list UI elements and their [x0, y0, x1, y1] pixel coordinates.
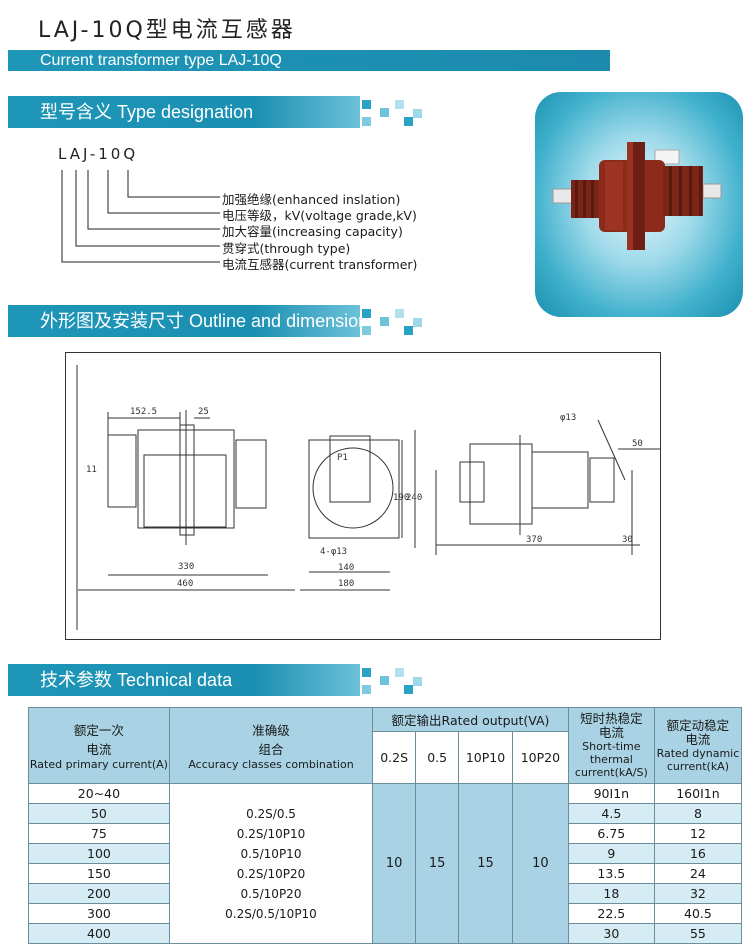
thermal-cell: 13.5: [567, 863, 655, 884]
dim-label-8: 240: [406, 493, 422, 503]
section-bar-outline: [8, 305, 360, 337]
output-class-3: 10P20: [511, 731, 569, 784]
output-value-2: 15: [458, 783, 513, 944]
thermal-cell: 18: [567, 883, 655, 904]
page-title: LAJ-10Q型电流互感器: [38, 18, 296, 43]
dynamic-cell: 40.5: [653, 903, 743, 924]
designation-item-4: 贯穿式(through type): [222, 241, 351, 256]
dim-label-14: P1: [337, 453, 348, 463]
output-class-2: 10P10: [458, 731, 513, 784]
dynamic-cell: 24: [653, 863, 743, 884]
section-title-designation: 型号含义 Type designation: [40, 102, 254, 122]
primary-cell: 400: [28, 923, 170, 944]
primary-cell: 100: [28, 843, 170, 864]
dynamic-cell: 55: [653, 923, 743, 944]
primary-cell: 200: [28, 883, 170, 904]
output-value-0: 10: [372, 783, 417, 944]
thermal-cell: 22.5: [567, 903, 655, 924]
dim-label-6: 180: [338, 579, 354, 589]
header-primary: 额定一次 电流 Rated primary current(A): [28, 707, 170, 784]
dim-label-13: 30: [622, 535, 633, 545]
output-class-1: 0.5: [415, 731, 460, 784]
dim-label-9: 4-φ13: [320, 547, 347, 557]
designation-item-2: 电压等级，kV(voltage grade,kV): [222, 208, 417, 223]
header-accuracy: 准确级 组合 Accuracy classes combination: [168, 707, 374, 784]
header-output: 额定输出Rated output(VA): [372, 707, 569, 732]
dimension-drawing-frame: [65, 352, 661, 640]
designation-item-3: 加大容量(increasing capacity): [222, 224, 403, 239]
technical-data-table: 额定一次 电流 Rated primary current(A) 准确级 组合 …: [28, 707, 743, 944]
primary-cell: 20~40: [28, 783, 170, 804]
transformer-image: [552, 142, 722, 250]
section-title-technical: 技术参数 Technical data: [40, 670, 233, 690]
primary-cell: 150: [28, 863, 170, 884]
dim-label-10: φ13: [560, 413, 576, 423]
header-dynamic: 额定动稳定 电流 Rated dynamic current(kA): [653, 707, 743, 784]
dim-label-12: 370: [526, 535, 542, 545]
dynamic-cell: 32: [653, 883, 743, 904]
section-bar-designation: [8, 96, 360, 128]
dim-label-2: 25: [198, 407, 209, 417]
section-bar-technical: [8, 664, 360, 696]
dim-label-11: 50: [632, 439, 643, 449]
dim-label-7: 190: [393, 493, 409, 503]
output-value-3: 10: [511, 783, 569, 944]
dim-label-1: 152.5: [130, 407, 157, 417]
dim-label-3: 330: [178, 562, 194, 572]
dynamic-cell: 160I1n: [653, 783, 743, 804]
designation-item-5: 电流互感器(current transformer): [222, 257, 418, 272]
designation-item-1: 加强绝缘(enhanced inslation): [222, 192, 401, 207]
dim-label-5: 140: [338, 563, 354, 573]
product-photo: [535, 92, 743, 317]
thermal-cell: 9: [567, 843, 655, 864]
thermal-cell: 90I1n: [567, 783, 655, 804]
dynamic-cell: 8: [653, 803, 743, 824]
designation-code: LAJ-10Q: [58, 145, 139, 163]
primary-cell: 300: [28, 903, 170, 924]
dim-label-4: 460: [177, 579, 193, 589]
primary-cell: 50: [28, 803, 170, 824]
page-subtitle: Current transformer type LAJ-10Q: [40, 52, 282, 69]
dynamic-cell: 16: [653, 843, 743, 864]
output-class-0: 0.2S: [372, 731, 417, 784]
title-bar: [8, 50, 610, 71]
thermal-cell: 4.5: [567, 803, 655, 824]
accuracy-cell: 0.2S/0.5 0.2S/10P10 0.5/10P10 0.2S/10P20…: [168, 783, 374, 944]
table-row: 20~40 0.2S/0.5 0.2S/10P10 0.5/10P10 0.2S…: [28, 783, 743, 944]
header-thermal: 短时热稳定 电流 Short-time thermal current(kA/S…: [567, 707, 655, 784]
output-value-1: 15: [415, 783, 460, 944]
thermal-cell: 30: [567, 923, 655, 944]
primary-cell: 75: [28, 823, 170, 844]
dynamic-cell: 12: [653, 823, 743, 844]
designation-lines: [61, 170, 220, 263]
thermal-cell: 6.75: [567, 823, 655, 844]
section-title-outline: 外形图及安装尺寸 Outline and dimensions: [40, 311, 378, 331]
dim-label-15: 11: [86, 465, 97, 475]
